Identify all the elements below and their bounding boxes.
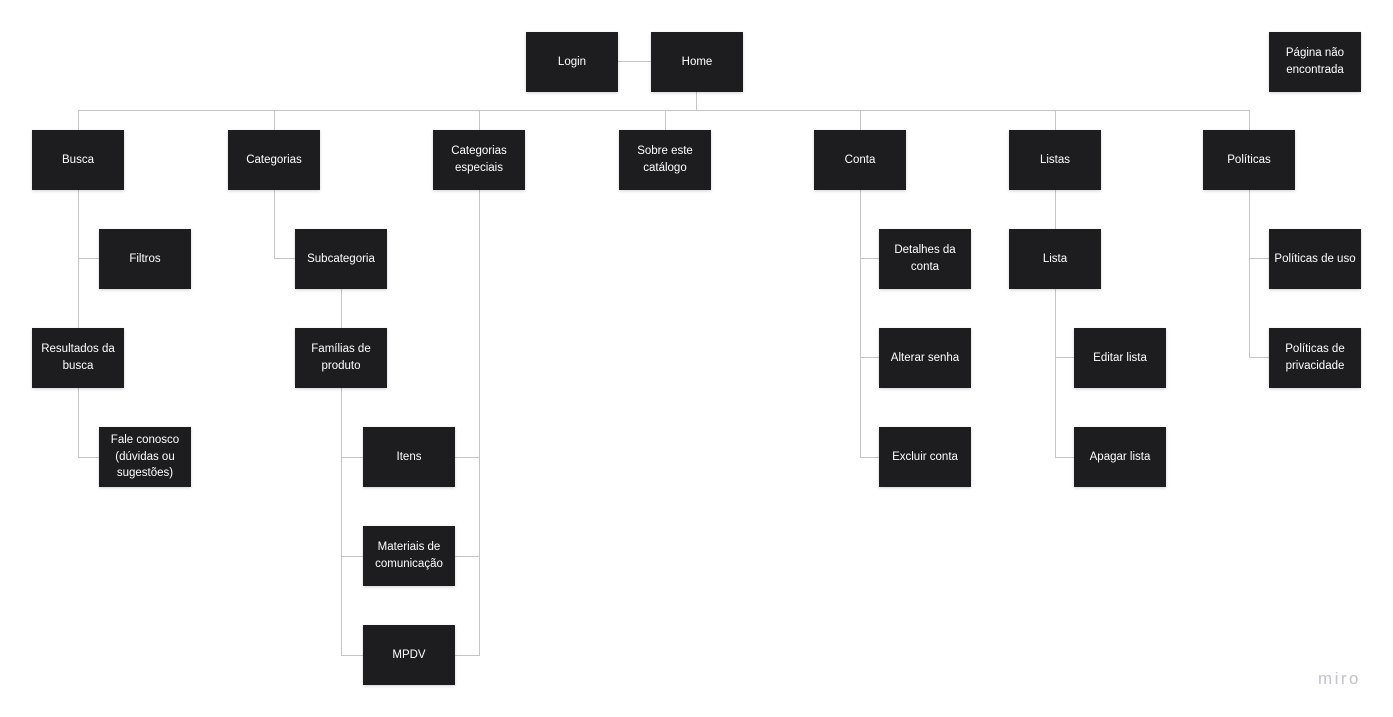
node-label: Políticas de uso xyxy=(1274,252,1356,265)
connector-drop-listas xyxy=(1055,110,1056,130)
connector-drop-conta xyxy=(860,110,861,130)
node-label: Filtros xyxy=(129,252,161,265)
connector-especiais-materiais xyxy=(455,556,480,557)
node-politicas[interactable]: Políticas xyxy=(1203,130,1295,190)
connector-categorias-especiais-spine xyxy=(479,190,480,656)
connector-categorias-spine xyxy=(274,190,275,258)
node-categorias[interactable]: Categorias xyxy=(228,130,320,190)
connector-categorias-subcategoria xyxy=(274,258,295,259)
node-sobre-este-catalogo[interactable]: Sobre este catálogo xyxy=(619,130,711,190)
node-lista[interactable]: Lista xyxy=(1009,229,1101,289)
connector-busca-fale-conosco xyxy=(78,457,99,458)
node-label: Categorias xyxy=(246,153,302,166)
node-pagina-nao-encontrada[interactable]: Página não encontrada xyxy=(1269,32,1361,92)
node-apagar-lista[interactable]: Apagar lista xyxy=(1074,427,1166,487)
connector-home-drop xyxy=(696,92,697,110)
node-label: Políticas xyxy=(1227,153,1271,166)
node-home[interactable]: Home xyxy=(651,32,743,92)
connector-especiais-itens xyxy=(455,457,480,458)
node-label: Lista xyxy=(1042,252,1068,265)
node-politicas-de-uso[interactable]: Políticas de uso xyxy=(1269,229,1361,289)
connector-familias-mpdv xyxy=(341,655,363,656)
node-label: Home xyxy=(681,55,713,68)
node-excluir-conta[interactable]: Excluir conta xyxy=(879,427,971,487)
connector-drop-sobre-este-catalogo xyxy=(665,110,666,130)
connector-conta-spine xyxy=(860,190,861,457)
node-politicas-de-privacidade[interactable]: Políticas de privacidade xyxy=(1269,328,1361,388)
node-label: Busca xyxy=(62,153,94,166)
node-label: Detalhes da conta xyxy=(894,244,956,273)
node-label: Materiais de comunicação xyxy=(375,541,443,570)
node-subcategoria[interactable]: Subcategoria xyxy=(295,229,387,289)
connector-busca-spine xyxy=(78,190,79,457)
node-label: Apagar lista xyxy=(1089,450,1151,463)
connector-subcategoria-familias xyxy=(341,289,342,328)
node-resultados-da-busca[interactable]: Resultados da busca xyxy=(32,328,124,388)
node-label: Editar lista xyxy=(1093,351,1147,364)
node-label: Excluir conta xyxy=(892,450,958,463)
node-materiais-de-comunicacao[interactable]: Materiais de comunicação xyxy=(363,526,455,586)
node-editar-lista[interactable]: Editar lista xyxy=(1074,328,1166,388)
connector-login-home xyxy=(618,61,651,62)
connector-listas-spine xyxy=(1055,190,1056,457)
node-label: Subcategoria xyxy=(307,252,375,265)
connector-conta-alterar-senha xyxy=(860,357,879,358)
node-itens[interactable]: Itens xyxy=(363,427,455,487)
node-label: Itens xyxy=(396,450,422,463)
connector-familias-itens xyxy=(341,457,363,458)
node-label: Alterar senha xyxy=(890,351,960,364)
node-login[interactable]: Login xyxy=(526,32,618,92)
node-categorias-especiais[interactable]: Categorias especiais xyxy=(433,130,525,190)
node-filtros[interactable]: Filtros xyxy=(99,229,191,289)
node-label: Categorias especiais xyxy=(451,145,507,174)
node-detalhes-da-conta[interactable]: Detalhes da conta xyxy=(879,229,971,289)
connector-drop-categorias-especiais xyxy=(479,110,480,130)
connector-conta-detalhes xyxy=(860,258,879,259)
node-alterar-senha[interactable]: Alterar senha xyxy=(879,328,971,388)
node-label: Login xyxy=(557,55,587,68)
node-label: Famílias de produto xyxy=(311,343,371,372)
node-familias-de-produto[interactable]: Famílias de produto xyxy=(295,328,387,388)
node-label: Fale conosco (dúvidas ou sugestões) xyxy=(110,433,180,480)
connector-politicas-spine xyxy=(1249,190,1250,357)
connector-familias-materiais xyxy=(341,556,363,557)
node-label: Políticas de privacidade xyxy=(1285,343,1345,372)
connector-especiais-mpdv xyxy=(455,655,480,656)
node-label: MPDV xyxy=(392,648,426,661)
miro-logo: miro xyxy=(1317,669,1361,688)
node-mpdv[interactable]: MPDV xyxy=(363,625,455,685)
node-label: Sobre este catálogo xyxy=(637,145,693,174)
connector-busca-filtros xyxy=(78,258,99,259)
connector-conta-excluir xyxy=(860,457,879,458)
connector-lista-editar xyxy=(1055,357,1074,358)
connector-lista-apagar xyxy=(1055,457,1074,458)
node-label: Conta xyxy=(844,153,876,166)
node-fale-conosco[interactable]: Fale conosco (dúvidas ou sugestões) xyxy=(99,427,191,487)
connector-politicas-uso xyxy=(1249,258,1269,259)
node-label: Página não encontrada xyxy=(1285,47,1345,76)
connector-home-bus xyxy=(78,110,1250,111)
node-conta[interactable]: Conta xyxy=(814,130,906,190)
connector-drop-busca xyxy=(78,110,79,130)
connector-drop-politicas xyxy=(1249,110,1250,130)
connector-familias-spine xyxy=(341,388,342,656)
connector-drop-categorias xyxy=(274,110,275,130)
node-label: Resultados da busca xyxy=(41,343,115,372)
connector-politicas-privacidade xyxy=(1249,357,1269,358)
node-label: Listas xyxy=(1039,153,1071,166)
node-busca[interactable]: Busca xyxy=(32,130,124,190)
node-listas[interactable]: Listas xyxy=(1009,130,1101,190)
